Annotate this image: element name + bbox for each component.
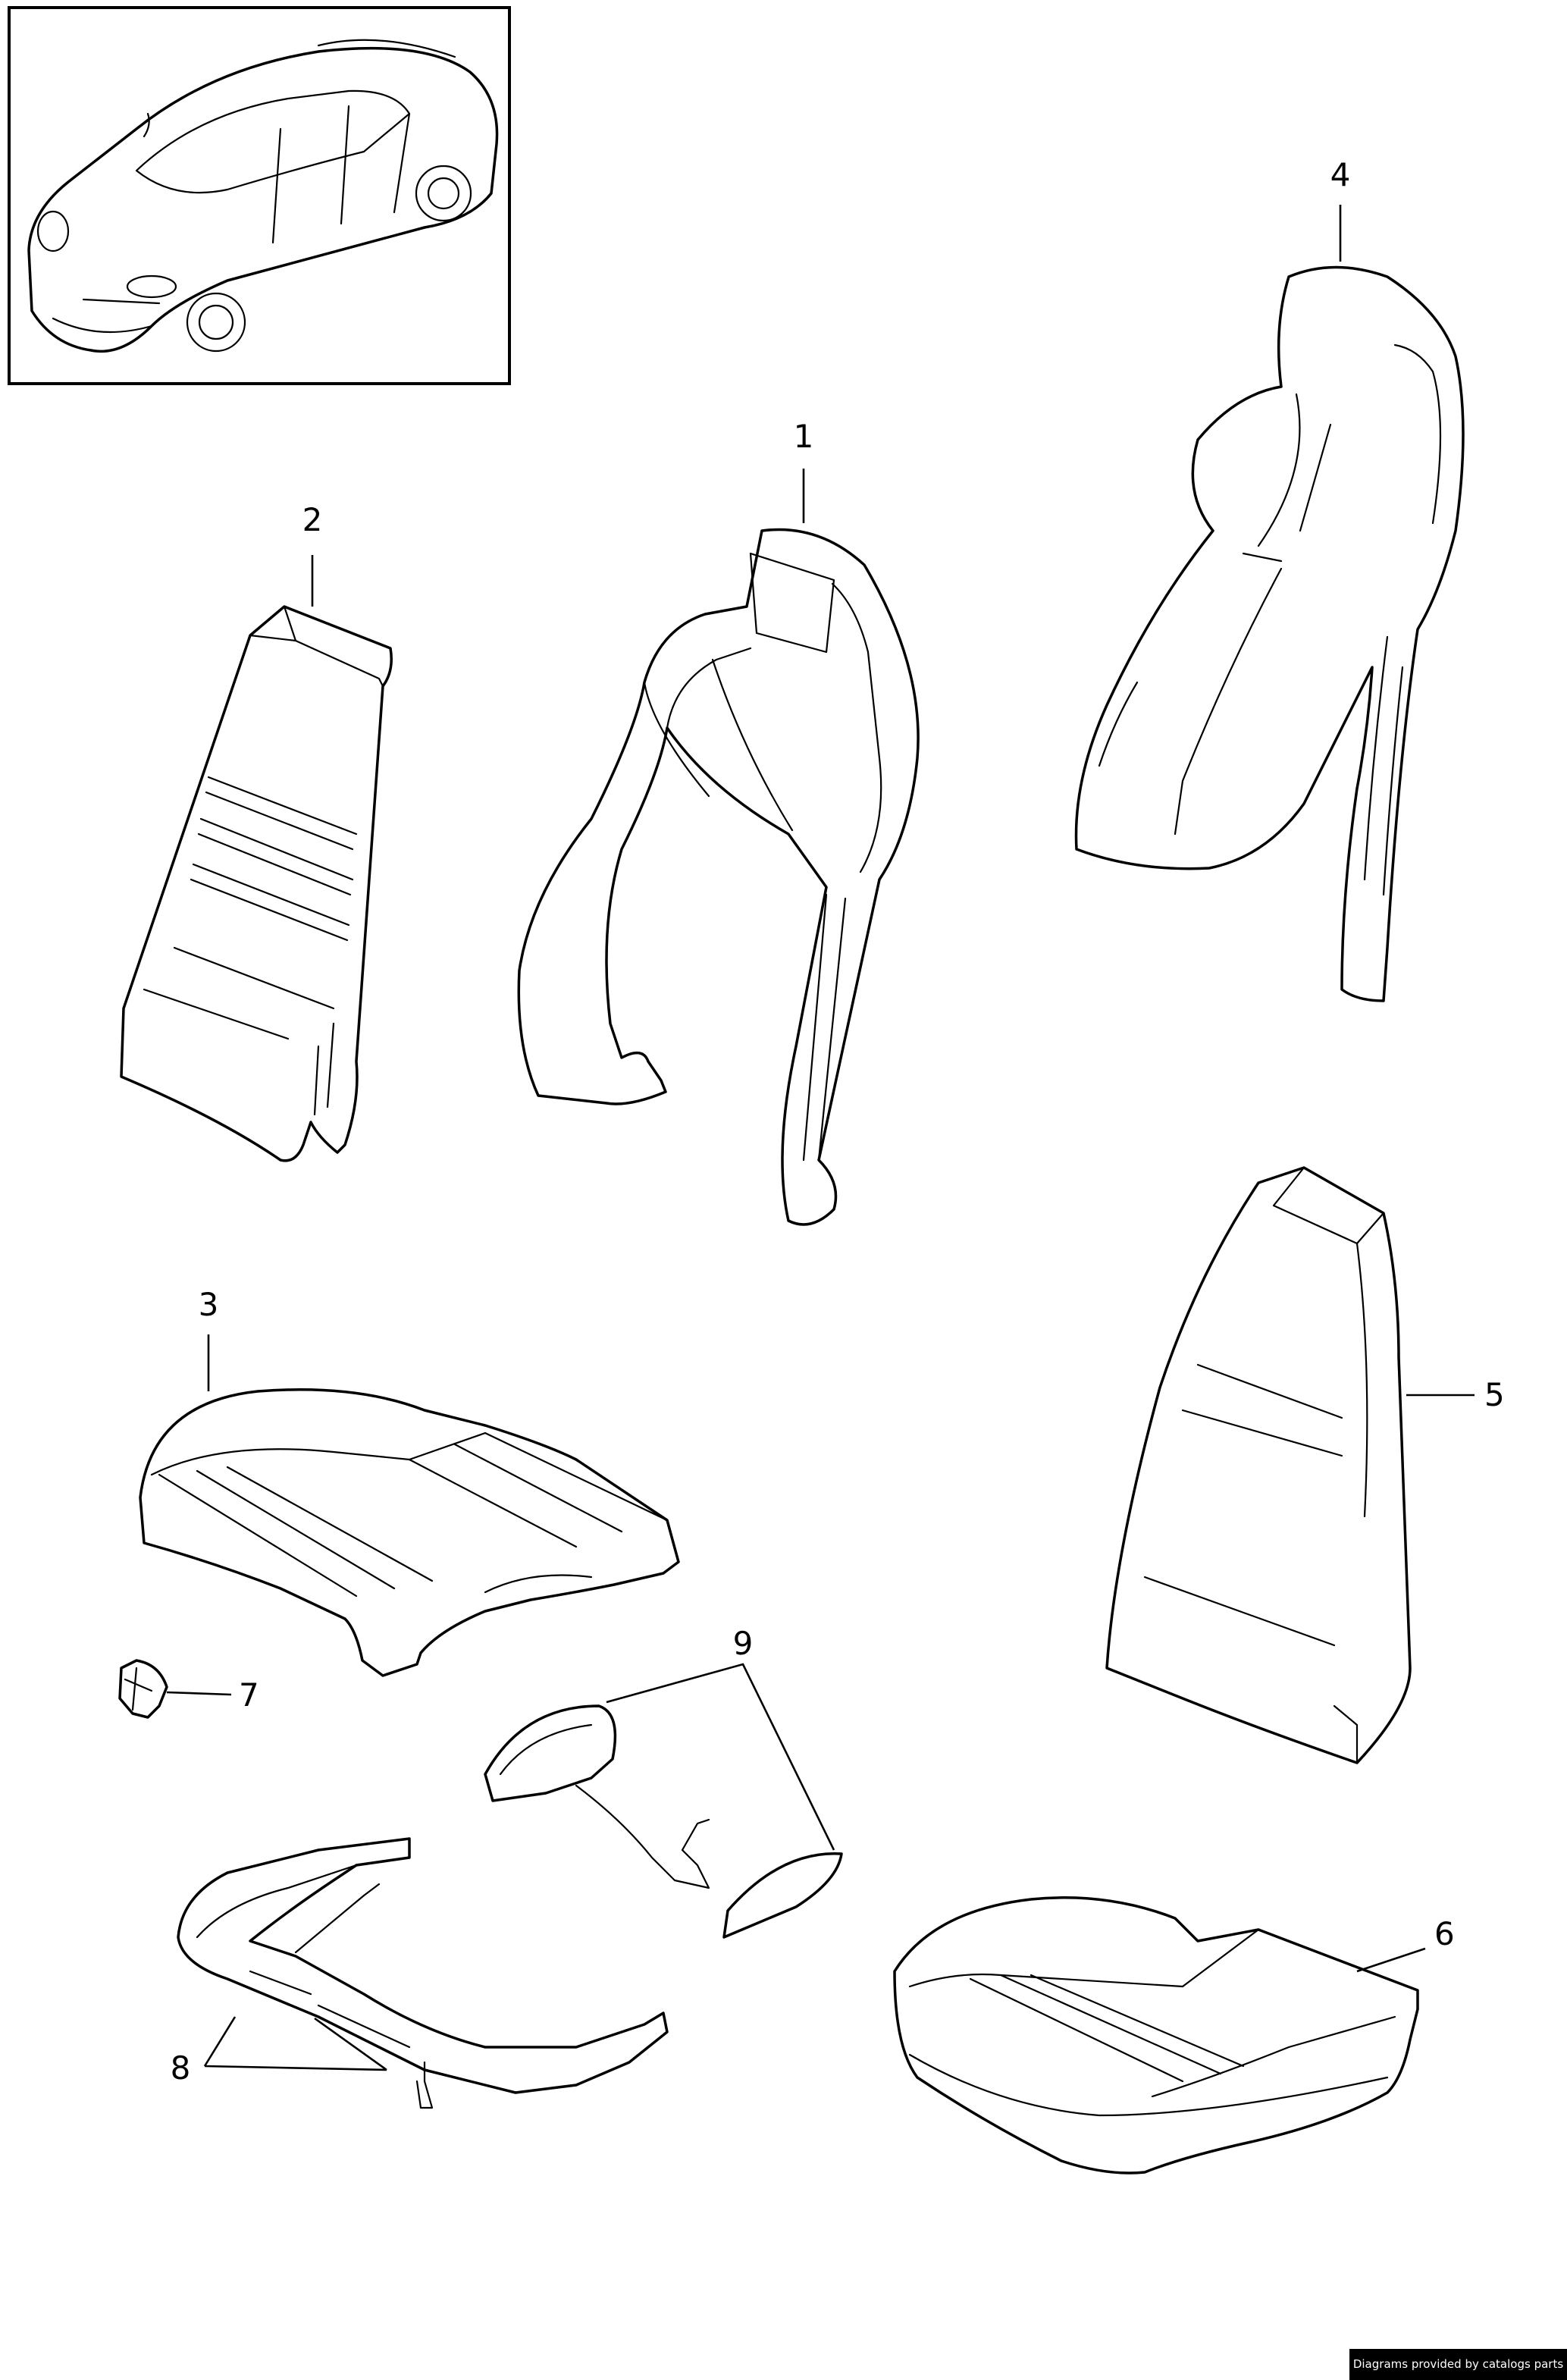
part-9-seat-sensor: 9: [484, 1625, 843, 1939]
part-5-backrest-cover-complete: 5: [1105, 1166, 1505, 1764]
part-7-clip: 7: [118, 1659, 259, 1719]
callout-3: 3: [199, 1286, 219, 1323]
part-1-backrest-frame-cover: 1: [517, 418, 920, 1226]
callout-8: 8: [171, 2049, 191, 2087]
part-3-cushion-pad: 3: [139, 1286, 680, 1677]
car-icon: [27, 39, 499, 353]
callout-4: 4: [1330, 156, 1351, 193]
diagram-credit: Diagrams provided by catalogs parts: [1349, 2349, 1567, 2380]
callout-9: 9: [733, 1625, 754, 1662]
vehicle-overview-inset: [8, 6, 511, 385]
callout-7: 7: [239, 1676, 259, 1714]
part-6-seat-cushion-cover: 6: [893, 1896, 1455, 2175]
callout-2: 2: [302, 501, 323, 538]
callout-5: 5: [1484, 1376, 1505, 1413]
part-2-backrest-pad: 2: [120, 501, 393, 1162]
callout-6: 6: [1434, 1915, 1455, 1952]
part-4-backrest-cover: 4: [1074, 156, 1465, 1002]
part-8-side-rail: 8: [171, 1837, 669, 2109]
callout-1: 1: [794, 418, 814, 455]
